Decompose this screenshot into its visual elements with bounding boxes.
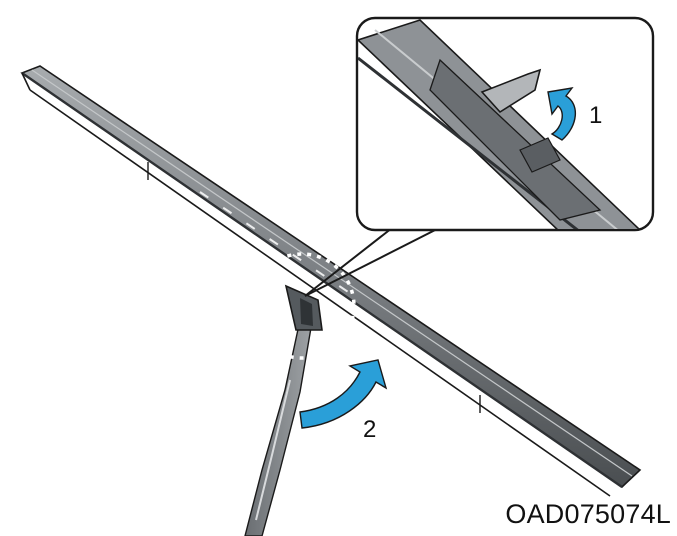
callout-pointer bbox=[304, 224, 446, 297]
figure-code: OAD075074L bbox=[505, 499, 671, 529]
curved-arrow-up-icon bbox=[547, 87, 576, 141]
curved-arrow-right-icon bbox=[299, 359, 388, 429]
step-1-label: 1 bbox=[589, 102, 603, 129]
step-2-label: 2 bbox=[363, 416, 377, 443]
wiper-arm bbox=[244, 319, 313, 536]
release-tab bbox=[480, 68, 542, 114]
detail-highlight-circle bbox=[248, 252, 356, 360]
blade-connector bbox=[284, 284, 323, 331]
detail-inset bbox=[355, 16, 655, 232]
